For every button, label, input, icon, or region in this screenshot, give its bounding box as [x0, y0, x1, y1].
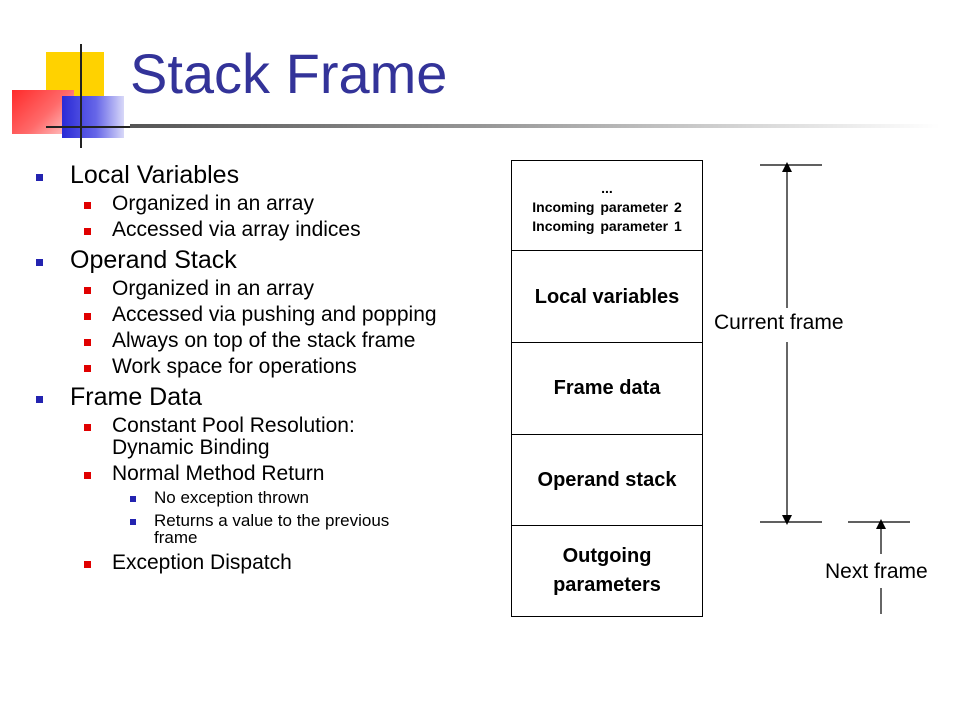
bullet-text: Frame Data: [70, 383, 202, 411]
square-bullet-icon: [84, 313, 91, 320]
bullet-frame-data: Frame Data: [36, 382, 494, 412]
cell-label: Local variables: [534, 285, 680, 308]
square-bullet-icon: [130, 519, 136, 525]
cell-outgoing-parameters: Outgoing parameters: [512, 526, 702, 616]
cell-label-line2: parameters: [553, 574, 661, 596]
logo-horizontal-line: [46, 126, 132, 128]
cell-label-line1: Outgoing: [562, 545, 652, 567]
sub-bullet: Exception Dispatch: [84, 551, 494, 574]
bullet-text: Always on top of the stack frame: [112, 329, 416, 352]
current-frame-label: Current frame: [714, 311, 844, 334]
square-bullet-icon: [36, 259, 43, 266]
cell-label: Operand stack: [537, 468, 677, 491]
square-bullet-icon: [84, 287, 91, 294]
next-frame-label: Next frame: [825, 560, 928, 583]
cell-frame-data: Frame data: [512, 343, 702, 435]
sub-bullet: Organized in an array: [84, 192, 494, 215]
square-bullet-icon: [84, 424, 91, 431]
slide-title: Stack Frame: [130, 42, 448, 105]
cell-incoming-parameter-1: Incoming parameter 1: [532, 218, 682, 234]
square-bullet-icon: [130, 496, 136, 502]
bullet-text: Normal Method Return: [112, 462, 325, 485]
logo-vertical-line: [80, 44, 82, 148]
bullet-local-variables: Local Variables: [36, 160, 494, 190]
stack-frame-diagram: ... Incoming parameter 2 Incoming parame…: [511, 160, 703, 617]
sub-bullet: Accessed via pushing and popping: [84, 303, 494, 326]
square-bullet-icon: [84, 365, 91, 372]
bullet-text-line1: Returns a value to the previous: [154, 511, 390, 530]
cell-local-variables: Local variables: [512, 252, 702, 343]
square-bullet-icon: [36, 396, 43, 403]
logo-blue-square: [62, 96, 124, 138]
bullet-text: Local Variables: [70, 161, 240, 189]
title-underline: [130, 124, 940, 128]
square-bullet-icon: [84, 202, 91, 209]
bullet-text: Organized in an array: [112, 192, 314, 215]
bullet-operand-stack: Operand Stack: [36, 245, 494, 275]
square-bullet-icon: [84, 472, 91, 479]
cell-ellipsis: ...: [601, 180, 613, 196]
square-bullet-icon: [84, 228, 91, 235]
sub-sub-bullet: Returns a value to the previous frame: [130, 511, 494, 547]
sub-bullet: Accessed via array indices: [84, 218, 494, 241]
cell-incoming-parameters: ... Incoming parameter 2 Incoming parame…: [512, 161, 702, 251]
bullet-text-line2: Dynamic Binding: [112, 436, 270, 459]
bullet-text: Accessed via pushing and popping: [112, 303, 437, 326]
bullet-text-line2: frame: [154, 528, 198, 547]
bullet-text: Work space for operations: [112, 355, 357, 378]
square-bullet-icon: [36, 174, 43, 181]
cell-operand-stack: Operand stack: [512, 435, 702, 526]
square-bullet-icon: [84, 339, 91, 346]
bullet-text: Accessed via array indices: [112, 218, 361, 241]
bullet-text: Exception Dispatch: [112, 551, 292, 574]
bullet-text-line1: Constant Pool Resolution:: [112, 414, 355, 437]
sub-sub-bullet: No exception thrown: [130, 488, 494, 507]
sub-bullet: Always on top of the stack frame: [84, 329, 494, 352]
bullet-text: No exception thrown: [154, 488, 309, 507]
sub-bullet: Work space for operations: [84, 355, 494, 378]
sub-bullet: Normal Method Return: [84, 462, 494, 485]
bullet-list: Local Variables Organized in an array Ac…: [34, 160, 494, 578]
sub-bullet: Organized in an array: [84, 277, 494, 300]
square-bullet-icon: [84, 561, 91, 568]
cell-label: Frame data: [553, 377, 661, 399]
bullet-text: Operand Stack: [70, 246, 237, 274]
sub-bullet: Constant Pool Resolution: Dynamic Bindin…: [84, 414, 494, 459]
cell-incoming-parameter-2: Incoming parameter 2: [532, 199, 682, 215]
bullet-text: Organized in an array: [112, 277, 314, 300]
